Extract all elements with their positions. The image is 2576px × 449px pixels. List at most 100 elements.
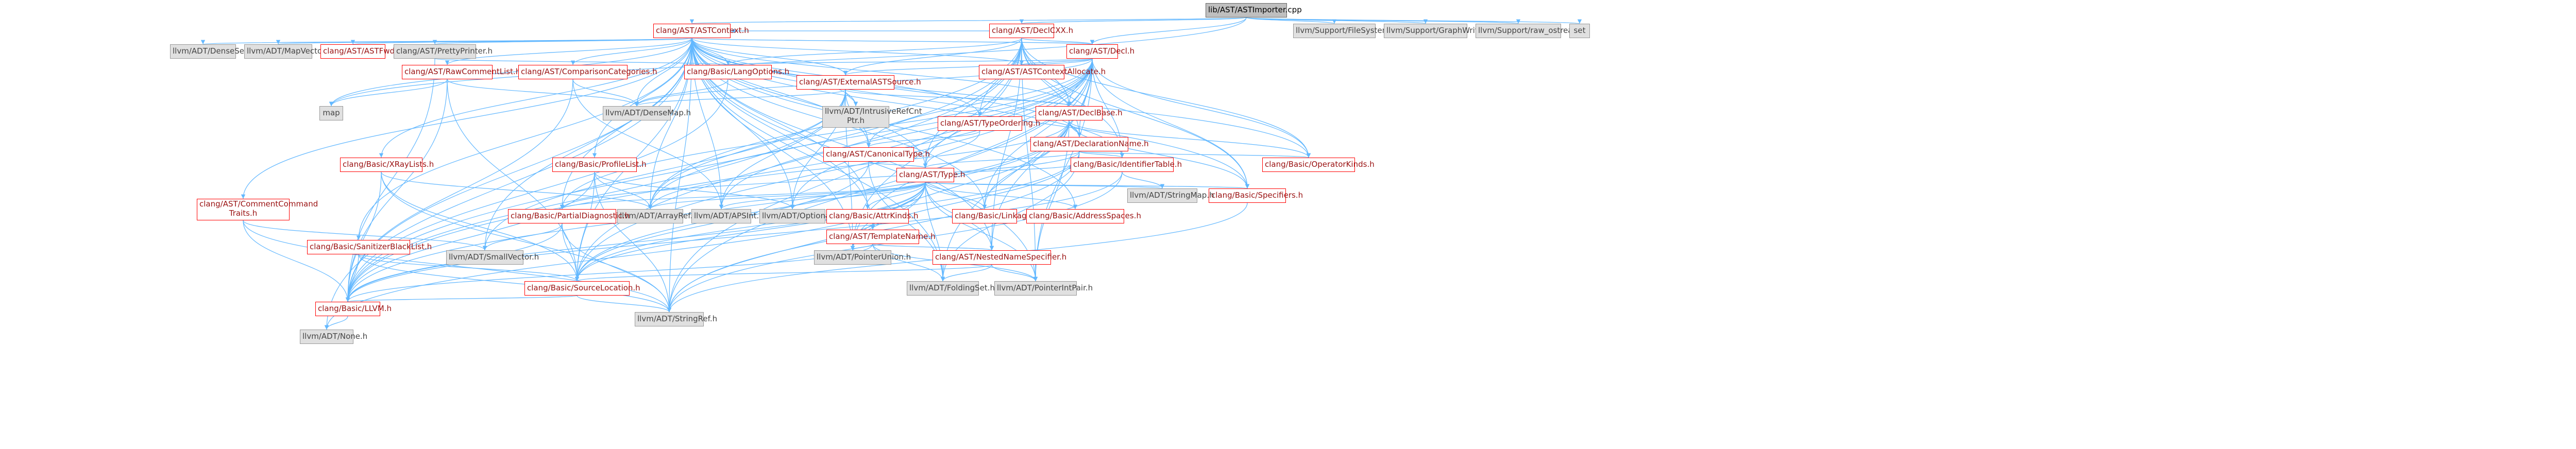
node-FoldingSet[interactable]: llvm/ADT/FoldingSet.h [907, 281, 995, 296]
edge-IdentifierTable-StringMap [1122, 171, 1165, 189]
node-GraphWriter[interactable]: llvm/Support/GraphWriter.h [1384, 24, 1493, 38]
node-CommentCommandTraits[interactable]: clang/AST/CommentCommand Traits.h [197, 199, 318, 220]
node-RawCommentList[interactable]: clang/AST/RawCommentList.h [402, 65, 520, 79]
edge-Type-SourceLocation [574, 182, 926, 282]
node-DeclCXX[interactable]: clang/AST/DeclCXX.h [989, 24, 1073, 38]
node-OperatorKinds[interactable]: clang/Basic/OperatorKinds.h [1262, 158, 1375, 172]
edge-Decl-PartialDiagnostic [560, 58, 1093, 210]
node-PointerUnion[interactable]: llvm/ADT/PointerUnion.h [814, 250, 911, 265]
edge-Decl-OperatorKinds [1092, 58, 1311, 158]
edge-ASTContext-None [324, 38, 692, 330]
edge-ASTContext-XRayLists [379, 38, 692, 158]
edge-CommentCommandTraits-SmallVector [243, 220, 487, 251]
edge-DeclarationName-PartialDiagnostic [560, 151, 1080, 210]
node-None[interactable]: llvm/ADT/None.h [300, 330, 367, 344]
node-Optional[interactable]: llvm/ADT/Optional.h [759, 209, 840, 223]
node-SourceLocation[interactable]: clang/Basic/SourceLocation.h [524, 281, 640, 296]
node-APSInt[interactable]: llvm/ADT/APSInt.h [691, 209, 764, 223]
edge-ASTContext-ExternalASTSource [691, 38, 848, 76]
edge-SourceLocation-LLVM [346, 295, 578, 302]
node-Linkage[interactable]: clang/Basic/Linkage.h [952, 209, 1039, 223]
node-Type[interactable]: clang/AST/Type.h [896, 168, 965, 182]
edge-DeclCXX-Type [923, 38, 1022, 168]
node-FileSystem[interactable]: llvm/Support/FileSystem.h [1293, 24, 1397, 38]
node-IntrusiveRefCntPtr[interactable]: llvm/ADT/IntrusiveRefCnt Ptr.h [822, 106, 922, 128]
edge-NestedNameSpecifier-FoldingSet [940, 264, 992, 282]
edge-LangOptions-DenseMap [634, 79, 728, 107]
edge-ASTContext-ComparisonCategories [570, 38, 692, 65]
node-CanonicalType[interactable]: clang/AST/CanonicalType.h [823, 147, 930, 162]
node-Specifiers[interactable]: clang/Basic/Specifiers.h [1209, 188, 1303, 203]
node-ProfileList[interactable]: clang/Basic/ProfileList.h [552, 158, 647, 172]
edge-ASTContext-IdentifierTable [691, 38, 1125, 158]
node-ASTContextAllocate[interactable]: clang/AST/ASTContextAllocate.h [979, 65, 1106, 79]
node-root[interactable]: lib/AST/ASTImporter.cpp [1206, 3, 1302, 18]
node-MapVector[interactable]: llvm/ADT/MapVector.h [244, 44, 332, 59]
edge-PrettyPrinter-LangOptions [434, 58, 730, 65]
edge-DeclarationName-OperatorKinds [1079, 151, 1311, 158]
edge-Type-ArrayRef [648, 182, 926, 210]
node-set[interactable]: set [1569, 24, 1590, 38]
node-map[interactable]: map [319, 106, 343, 120]
node-LangOptions[interactable]: clang/Basic/LangOptions.h [684, 65, 789, 79]
node-PrettyPrinter[interactable]: clang/AST/PrettyPrinter.h [394, 44, 493, 59]
node-PartialDiagnostic[interactable]: clang/Basic/PartialDiagnostic.h [508, 209, 630, 223]
node-raw_ostream[interactable]: llvm/Support/raw_ostream.h [1476, 24, 1587, 38]
node-TypeOrdering[interactable]: clang/AST/TypeOrdering.h [938, 116, 1040, 131]
edge-DeclCXX-IdentifierTable [1021, 38, 1125, 158]
node-DenseMap[interactable]: llvm/ADT/DenseMap.h [603, 106, 691, 120]
node-PointerIntPair[interactable]: llvm/ADT/PointerIntPair.h [994, 281, 1093, 296]
node-TemplateName[interactable]: clang/AST/TemplateName.h [826, 230, 936, 244]
edge-RawCommentList-map [329, 79, 448, 107]
edge-DeclCXX-StringRef [667, 38, 1022, 313]
node-Decl[interactable]: clang/AST/Decl.h [1066, 44, 1134, 59]
edge-CommentCommandTraits-LLVM [243, 220, 350, 302]
node-SmallVector[interactable]: llvm/ADT/SmallVector.h [446, 250, 539, 265]
node-AddressSpaces[interactable]: clang/Basic/AddressSpaces.h [1026, 209, 1141, 223]
edge-NestedNameSpecifier-PointerIntPair [991, 264, 1038, 282]
edge-XRayLists-ArrayRef [381, 171, 653, 210]
edge-PartialDiagnostic-SmallVector [482, 223, 563, 251]
edge-ProfileList-LLVM [345, 171, 595, 302]
node-ASTContext[interactable]: clang/AST/ASTContext.h [653, 24, 749, 38]
node-ComparisonCategories[interactable]: clang/AST/ComparisonCategories.h [518, 65, 657, 79]
node-StringMap[interactable]: llvm/ADT/StringMap.h [1127, 188, 1214, 203]
edge-DeclBase-SourceLocation [574, 120, 1070, 282]
edge-DeclCXX-PointerIntPair [1021, 38, 1038, 282]
node-DenseSet[interactable]: llvm/ADT/DenseSet.h [170, 44, 255, 59]
node-AttrKinds[interactable]: clang/Basic/AttrKinds.h [826, 209, 919, 223]
node-ArrayRef[interactable]: llvm/ADT/ArrayRef.h [617, 209, 698, 223]
node-XRayLists[interactable]: clang/Basic/XRayLists.h [340, 158, 434, 172]
node-DeclarationName[interactable]: clang/AST/DeclarationName.h [1030, 137, 1149, 151]
edge-ASTContext-SanitizerBlacklist [356, 38, 692, 240]
edge-TypeOrdering-CanonicalType [866, 130, 980, 148]
node-NestedNameSpecifier[interactable]: clang/AST/NestedNameSpecifier.h [933, 250, 1066, 265]
node-IdentifierTable[interactable]: clang/Basic/IdentifierTable.h [1071, 158, 1182, 172]
edge-Type-Optional [790, 182, 926, 210]
node-DeclBase[interactable]: clang/AST/DeclBase.h [1036, 106, 1123, 120]
edge-DeclBase-Linkage [982, 120, 1070, 210]
edge-ASTContext-CommentCommandTraits [241, 38, 692, 199]
edge-DeclBase-OperatorKinds [1069, 120, 1311, 158]
edge-ASTContext-DeclBase [691, 38, 1072, 107]
edge-ComparisonCategories-APSInt [572, 79, 724, 210]
edge-Type-AttrKinds [865, 182, 926, 210]
node-ASTFwd[interactable]: clang/AST/ASTFwd.h [320, 44, 402, 59]
edge-CanonicalType-Type [868, 161, 928, 168]
edge-root-Decl [1090, 17, 1247, 45]
edge-ComparisonCategories-DenseMap [572, 79, 639, 107]
edge-ASTContext-ArrayRef [648, 38, 692, 210]
edge-Type-LLVM [345, 182, 926, 302]
edge-PrettyPrinter-LLVM [345, 58, 435, 302]
node-SanitizerBlacklist[interactable]: clang/Basic/SanitizerBlackList.h [307, 240, 432, 254]
edge-ProfileList-SourceLocation [574, 171, 595, 282]
edge-ExternalASTSource-DenseMap [635, 89, 846, 107]
edge-ASTContext-CanonicalType [691, 38, 871, 148]
edge-Type-IdentifierTable [954, 164, 1073, 176]
edge-ComparisonCategories-LLVM [345, 79, 573, 302]
node-LLVM[interactable]: clang/Basic/LLVM.h [315, 302, 392, 316]
edge-DeclCXX-ExternalASTSource [843, 38, 1022, 76]
edge-root-ASTContext [690, 17, 1247, 24]
node-ExternalASTSource[interactable]: clang/AST/ExternalASTSource.h [796, 75, 921, 90]
node-StringRef[interactable]: llvm/ADT/StringRef.h [635, 312, 717, 326]
